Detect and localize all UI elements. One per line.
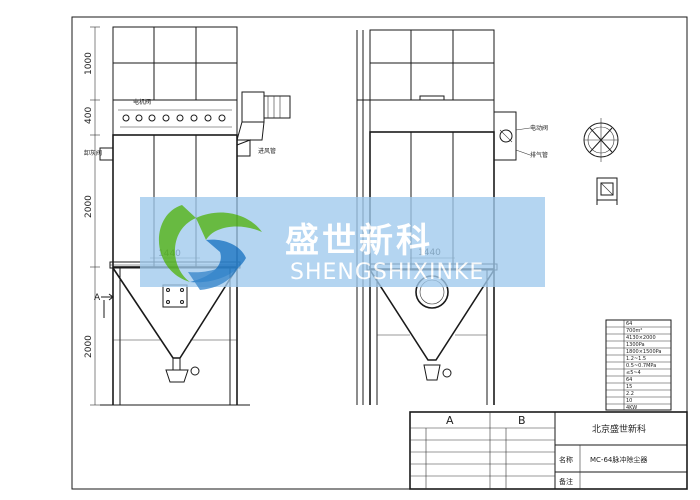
section-mark-label: A <box>94 293 101 303</box>
callout-left-outlet: 进风管 <box>258 147 276 155</box>
brand-name-cn: 盛世新科 <box>285 221 433 261</box>
spec-row-4: 1800×1500Pa <box>626 349 662 355</box>
brand-logo-icon <box>158 205 262 290</box>
dim-2000-upper: 2000 <box>84 195 94 218</box>
fan-detail <box>583 118 619 162</box>
spec-row-5: 1.2~1.5 <box>626 356 646 362</box>
dim-2000-lower: 2000 <box>84 335 94 358</box>
title-name-label: 名称 <box>559 455 573 464</box>
spec-row-1: 700m² <box>626 328 642 334</box>
spec-row-8: 64 <box>626 377 632 383</box>
brand-name-en: SHENGSHIXINKE <box>290 260 484 285</box>
title-col-a: A <box>446 414 454 427</box>
pulse-valves <box>120 114 232 128</box>
drawing-frame <box>71 16 688 490</box>
callout-left-inlet: 卸灰阀 <box>84 149 102 157</box>
spec-table: 64 700m² 4130×2000 1300Pa 1800×1500Pa 1.… <box>605 319 672 411</box>
spec-row-2: 4130×2000 <box>626 335 656 341</box>
spec-row-3: 1300Pa <box>626 342 645 348</box>
section-mark-a: A <box>94 293 114 303</box>
spec-row-7: ≤5~4 <box>626 370 641 376</box>
title-block: A B 北京盛世新科 名称 MC-64脉冲除尘器 备注 <box>409 411 688 490</box>
title-remark-label: 备注 <box>559 477 573 486</box>
spec-row-6: 0.5~0.7MPa <box>626 363 656 369</box>
title-col-b: B <box>518 414 526 427</box>
watermark: 盛世新科 SHENGSHIXINKE <box>140 197 545 290</box>
spec-row-10: 2.2 <box>626 391 634 397</box>
left-elevation-view <box>99 26 291 406</box>
dim-1000: 1000 <box>84 52 94 75</box>
callout-right-2: 排气管 <box>530 151 548 159</box>
vertical-dimensions: 1000 400 2000 2000 <box>84 26 100 406</box>
title-company: 北京盛世新科 <box>592 423 646 435</box>
spec-row-12: 4KW <box>626 405 637 411</box>
title-name-value: MC-64脉冲除尘器 <box>590 455 647 464</box>
spec-row-0: 64 <box>626 321 632 327</box>
spec-row-9: 15 <box>626 384 632 390</box>
callout-right-1: 电动阀 <box>530 124 548 132</box>
callout-left-top: 电机阀 <box>133 98 151 106</box>
spec-row-11: 10 <box>626 398 632 404</box>
dim-400: 400 <box>84 107 94 124</box>
fan-motor <box>236 91 291 141</box>
valve-detail <box>596 177 618 205</box>
